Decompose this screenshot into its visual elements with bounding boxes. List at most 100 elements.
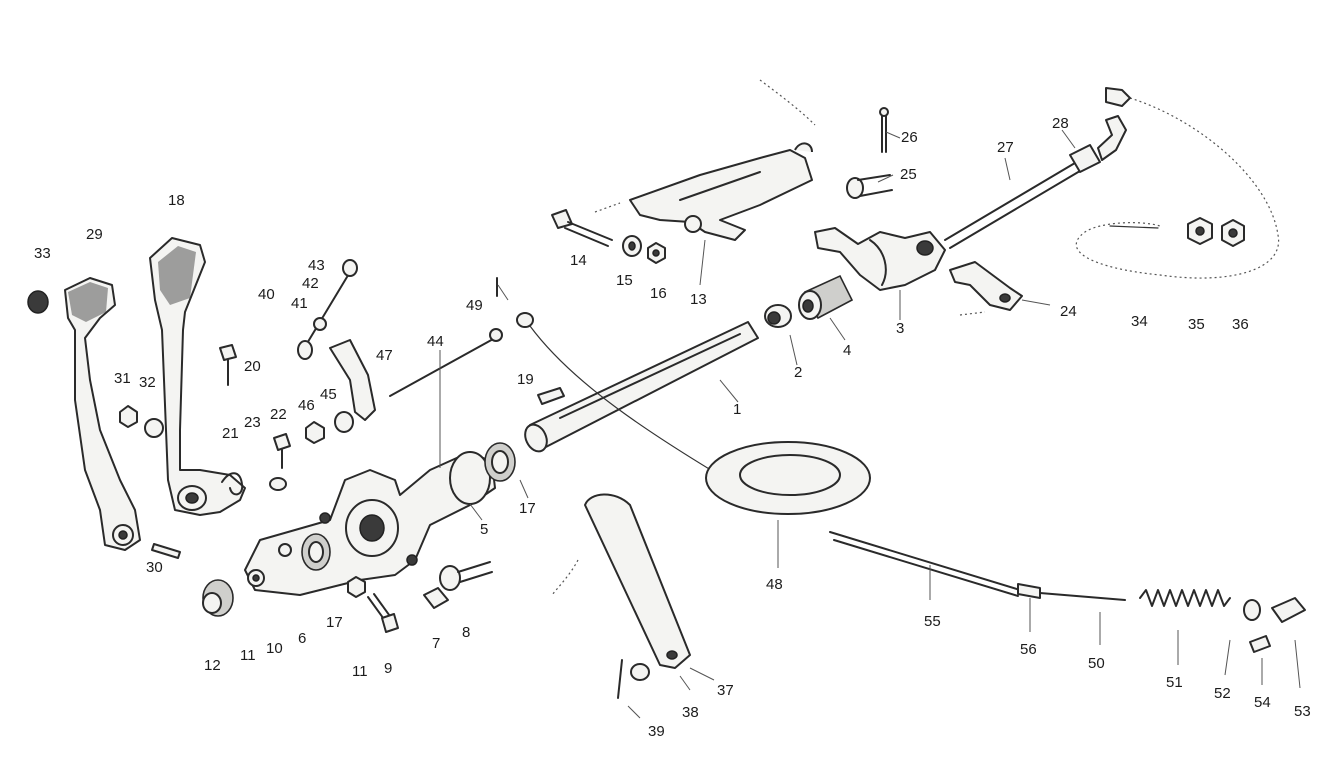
part-47-lever: [329, 339, 376, 421]
part-53-clevis: [1271, 597, 1306, 623]
label-51: 51: [1166, 674, 1183, 691]
label-32: 32: [139, 374, 156, 391]
part-38-washer: [630, 663, 650, 681]
part-35-nut: [1187, 217, 1213, 245]
label-47: 47: [376, 347, 393, 364]
part-51-spring: [1139, 589, 1231, 607]
part-44-rod: [389, 328, 503, 397]
label-31: 31: [114, 370, 131, 387]
part-number-labels: 1 2 3 4 5 6 7 8 9 10 11 11 12 13 14 15 1…: [34, 115, 1311, 740]
label-18: 18: [168, 192, 185, 209]
label-50: 50: [1088, 655, 1105, 672]
part-33-cap: [27, 290, 49, 314]
part-45-washer: [334, 411, 354, 433]
label-5: 5: [480, 521, 488, 538]
part-48-grommet: [705, 441, 871, 515]
part-29-pedal: [64, 277, 141, 551]
part-50-inner-cable: [1039, 592, 1126, 601]
label-2: 2: [794, 364, 802, 381]
label-9: 9: [384, 660, 392, 677]
label-29: 29: [86, 226, 103, 243]
part-6-bolt: [278, 543, 292, 557]
label-30: 30: [146, 559, 163, 576]
part-15-washer: [622, 235, 642, 257]
part-40-43-linkage: [297, 259, 358, 360]
label-16: 16: [650, 285, 667, 302]
part-52-washer: [1243, 599, 1261, 621]
label-8: 8: [462, 624, 470, 641]
part-10-nut: [247, 569, 265, 587]
part-20-bolt: [219, 344, 237, 386]
part-9-screw: [367, 593, 399, 633]
label-25: 25: [900, 166, 917, 183]
part-12-bushing: [202, 579, 234, 617]
part-46-nut: [305, 421, 325, 444]
part-21-spring: [221, 472, 244, 496]
part-11-nut: [347, 576, 366, 598]
label-28: 28: [1052, 115, 1069, 132]
part-3-lever: [814, 227, 946, 291]
part-25-pin: [846, 174, 893, 199]
part-23-clip: [269, 477, 287, 491]
label-26: 26: [901, 129, 918, 146]
part-19-key: [537, 387, 565, 405]
label-34: 34: [1131, 313, 1148, 330]
label-1: 1: [733, 401, 741, 418]
label-17b: 17: [326, 614, 343, 631]
label-3: 3: [896, 320, 904, 337]
label-14: 14: [570, 252, 587, 269]
part-31-nut: [119, 405, 138, 428]
part-27-rod: [944, 159, 1086, 249]
part-26-split-pin: [879, 107, 889, 153]
label-4: 4: [843, 342, 851, 359]
label-33: 33: [34, 245, 51, 262]
label-40: 40: [258, 286, 275, 303]
label-35: 35: [1188, 316, 1205, 333]
part-14-bolt: [551, 209, 613, 247]
label-46: 46: [298, 397, 315, 414]
part-39-split-pin: [617, 659, 623, 699]
label-36: 36: [1232, 316, 1249, 333]
ghost-sketch-marks: [551, 79, 986, 596]
label-23: 23: [244, 414, 261, 431]
part-2-bushing: [764, 304, 792, 328]
label-48: 48: [766, 576, 783, 593]
part-30-pin: [151, 543, 181, 559]
label-43: 43: [308, 257, 325, 274]
part-54-pin: [1249, 635, 1271, 653]
label-12: 12: [204, 657, 221, 674]
part-1-main-shaft: [524, 321, 759, 453]
part-8-bolt: [439, 561, 493, 591]
leader-lines: [439, 129, 1301, 719]
part-22-screw: [273, 433, 291, 469]
label-19: 19: [517, 371, 534, 388]
label-13: 13: [690, 291, 707, 308]
part-36-nut: [1221, 219, 1245, 247]
part-18-pedal: [149, 237, 246, 516]
label-39: 39: [648, 723, 665, 740]
part-7-bolt: [423, 587, 449, 609]
part-56-ferrule: [1017, 583, 1041, 599]
label-24: 24: [1060, 303, 1077, 320]
label-54: 54: [1254, 694, 1271, 711]
label-53: 53: [1294, 703, 1311, 720]
label-56: 56: [1020, 641, 1037, 658]
label-15: 15: [616, 272, 633, 289]
label-21: 21: [222, 425, 239, 442]
label-27: 27: [997, 139, 1014, 156]
part-4-knurled-bushing: [798, 274, 854, 320]
label-41: 41: [291, 295, 308, 312]
label-55: 55: [924, 613, 941, 630]
part-32-bolt: [144, 418, 164, 438]
part-17-bushing-b: [301, 533, 331, 571]
label-45: 45: [320, 386, 337, 403]
label-20: 20: [244, 358, 261, 375]
label-38: 38: [682, 704, 699, 721]
part-13-bracket: [629, 142, 813, 241]
part-17-bushing-a: [484, 442, 516, 482]
label-42: 42: [302, 275, 319, 292]
label-11a: 11: [240, 647, 256, 664]
label-11b: 11: [352, 663, 368, 680]
